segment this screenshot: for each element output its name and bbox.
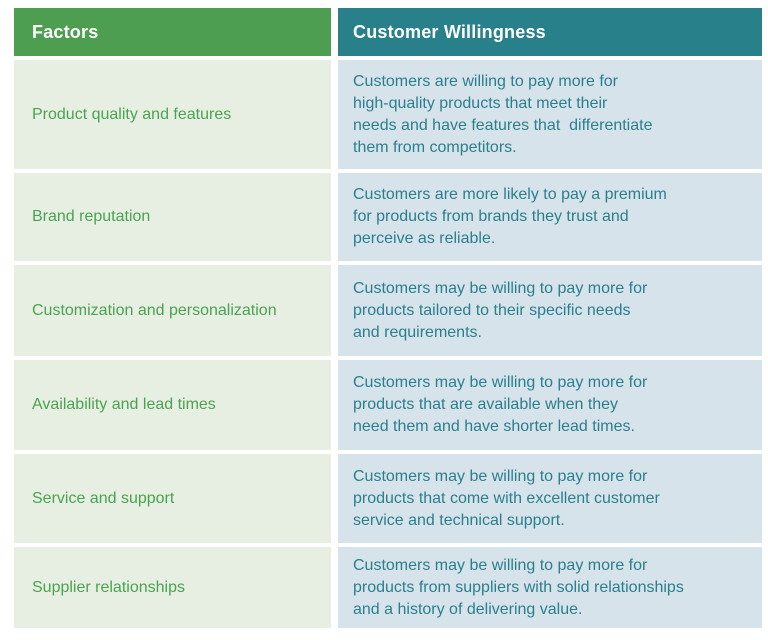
table-row-3-factor-cell: Customization and personalization xyxy=(14,265,331,356)
table-row-1-factor-cell: Product quality and features xyxy=(14,60,331,169)
willingness-text: Customers may be willing to pay more for… xyxy=(353,467,660,529)
column-header-factors-label: Factors xyxy=(32,21,99,42)
factor-label: Customization and personalization xyxy=(32,301,277,319)
table-row-4-willingness-cell: Customers may be willing to pay more for… xyxy=(338,360,762,450)
willingness-text: Customers are willing to pay more for hi… xyxy=(353,72,653,156)
willingness-text: Customers are more likely to pay a premi… xyxy=(353,186,667,247)
table-row-5-willingness-cell: Customers may be willing to pay more for… xyxy=(338,454,762,543)
factor-label: Availability and lead times xyxy=(32,396,216,413)
table-row-4-factor-cell: Availability and lead times xyxy=(14,360,331,450)
factors-willingness-table: Factors Customer Willingness Product qua… xyxy=(14,8,762,628)
table-row-1-willingness-cell: Customers are willing to pay more for hi… xyxy=(338,60,762,169)
willingness-text: Customers may be willing to pay more for… xyxy=(353,279,648,341)
factor-label: Brand reputation xyxy=(32,208,151,225)
table-row-6-willingness-cell: Customers may be willing to pay more for… xyxy=(338,547,762,628)
factor-label: Product quality and features xyxy=(32,105,232,123)
table-row-6-factor-cell: Supplier relationships xyxy=(14,547,331,628)
willingness-text: Customers may be willing to pay more for… xyxy=(353,556,684,618)
factor-label: Supplier relationships xyxy=(32,578,185,596)
column-header-factors: Factors xyxy=(14,8,331,56)
factor-label: Service and support xyxy=(32,489,175,507)
column-header-customer-willingness-label: Customer Willingness xyxy=(353,21,546,42)
willingness-text: Customers may be willing to pay more for… xyxy=(353,374,648,435)
table-row-2-factor-cell: Brand reputation xyxy=(14,173,331,261)
table-row-2-willingness-cell: Customers are more likely to pay a premi… xyxy=(338,173,762,261)
table-row-3-willingness-cell: Customers may be willing to pay more for… xyxy=(338,265,762,356)
column-header-customer-willingness: Customer Willingness xyxy=(338,8,762,56)
table-row-5-factor-cell: Service and support xyxy=(14,454,331,543)
